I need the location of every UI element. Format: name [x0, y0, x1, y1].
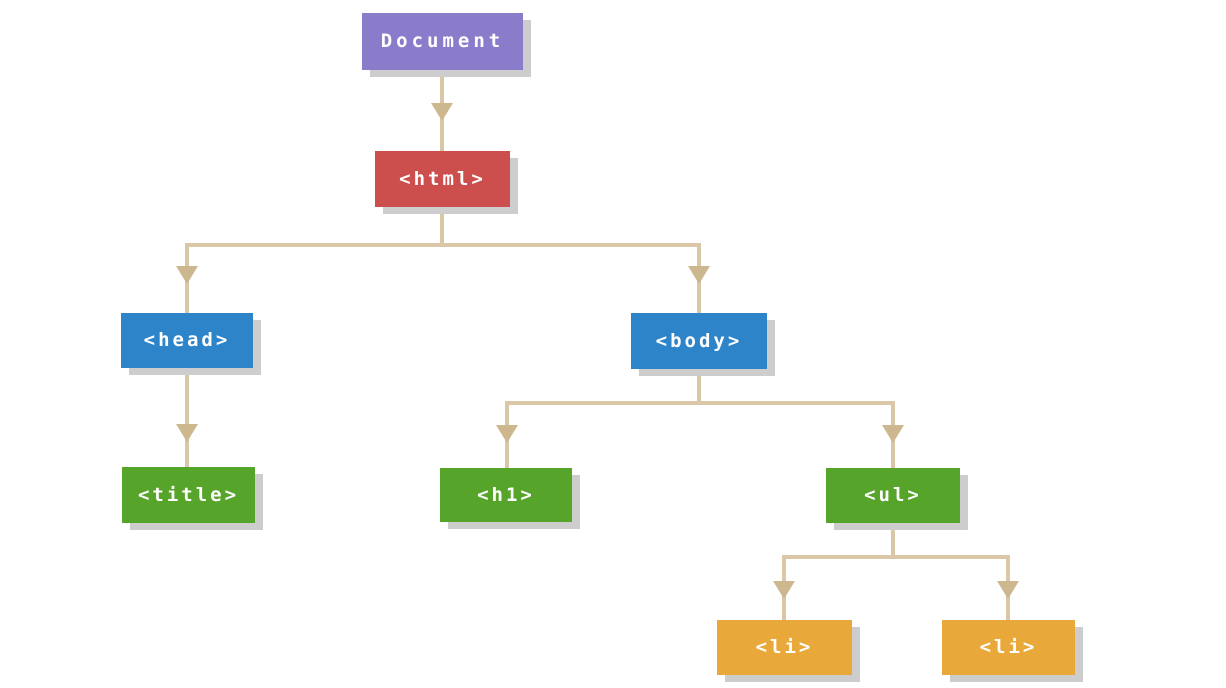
edge-body-stub — [697, 369, 701, 405]
arrowhead-down-icon — [176, 424, 198, 442]
edge-head-title — [185, 368, 189, 467]
arrowhead-down-icon — [496, 425, 518, 443]
edge-body-branch — [505, 401, 895, 405]
edge-html-stub — [440, 207, 444, 247]
edge-html-branch — [185, 243, 701, 247]
node-ul: <ul> — [826, 468, 960, 523]
node-li-second: <li> — [942, 620, 1075, 675]
node-head: <head> — [121, 313, 253, 368]
edge-ul-stub — [891, 523, 895, 559]
arrowhead-down-icon — [773, 581, 795, 599]
node-h1: <h1> — [440, 468, 572, 522]
arrowhead-down-icon — [688, 266, 710, 284]
node-html: <html> — [375, 151, 510, 207]
node-document: Document — [362, 13, 523, 70]
arrowhead-down-icon — [176, 266, 198, 284]
node-li-first: <li> — [717, 620, 852, 675]
node-title: <title> — [122, 467, 255, 523]
arrowhead-down-icon — [882, 425, 904, 443]
arrowhead-down-icon — [431, 103, 453, 121]
arrowhead-down-icon — [997, 581, 1019, 599]
edge-ul-branch — [782, 555, 1010, 559]
node-body: <body> — [631, 313, 767, 369]
